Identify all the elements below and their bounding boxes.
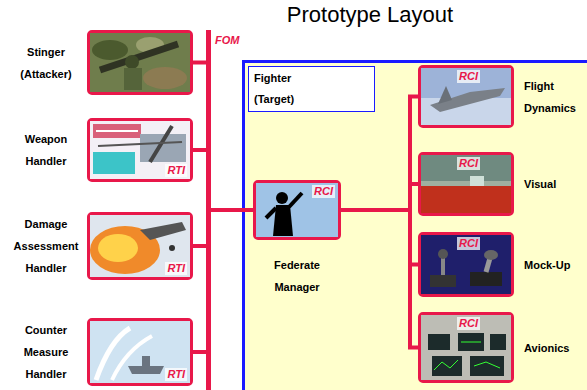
rci-tag: RCI bbox=[457, 237, 480, 250]
countermeasure-picture bbox=[90, 321, 190, 383]
rci-tag: RCI bbox=[312, 185, 335, 198]
fom-bus: FOM bbox=[206, 30, 211, 390]
rci-tag: RCI bbox=[457, 157, 480, 170]
bus-connector bbox=[193, 244, 206, 248]
manager-label: Federate Manager bbox=[257, 254, 337, 298]
manager-picture bbox=[256, 183, 338, 237]
fom-label: FOM bbox=[213, 34, 241, 47]
component-label: Avionics bbox=[524, 337, 582, 359]
visual-scene-picture bbox=[421, 155, 511, 213]
stinger-picture bbox=[90, 33, 190, 92]
federate-label: Weapon Handler bbox=[7, 128, 85, 172]
region-heading: Fighter (Target) bbox=[249, 67, 319, 111]
federate-label: Counter Measure Handler bbox=[7, 319, 85, 385]
rti-tag: RTI bbox=[165, 262, 187, 275]
bus-connector bbox=[341, 97, 418, 211]
avionics-picture bbox=[421, 315, 511, 380]
federate-label: Stinger (Attacker) bbox=[7, 41, 85, 85]
bus-connector bbox=[211, 208, 253, 212]
jet-picture bbox=[421, 68, 511, 125]
rti-tag: RTI bbox=[165, 164, 187, 177]
bus-connector bbox=[341, 210, 418, 348]
rci-tag: RCI bbox=[457, 70, 480, 83]
weapon-picture bbox=[90, 121, 190, 179]
rti-tag: RTI bbox=[165, 368, 187, 381]
component-label: Visual bbox=[524, 173, 582, 195]
rci-tag: RCI bbox=[457, 317, 480, 330]
bus-connector bbox=[341, 210, 418, 265]
diagram-title: Prototype Layout bbox=[265, 2, 475, 28]
component-label: Mock-Up bbox=[524, 254, 582, 276]
federate-label: Damage Assessment Handler bbox=[7, 213, 85, 279]
bus-connector bbox=[193, 61, 206, 65]
bus-connector bbox=[193, 148, 206, 152]
joystick-picture bbox=[421, 235, 511, 294]
damage-picture bbox=[90, 215, 190, 277]
component-label: Flight Dynamics bbox=[524, 75, 582, 119]
bus-connector bbox=[193, 350, 206, 354]
bus-connector bbox=[341, 184, 418, 210]
heading-box: Fighter (Target) bbox=[248, 66, 375, 112]
